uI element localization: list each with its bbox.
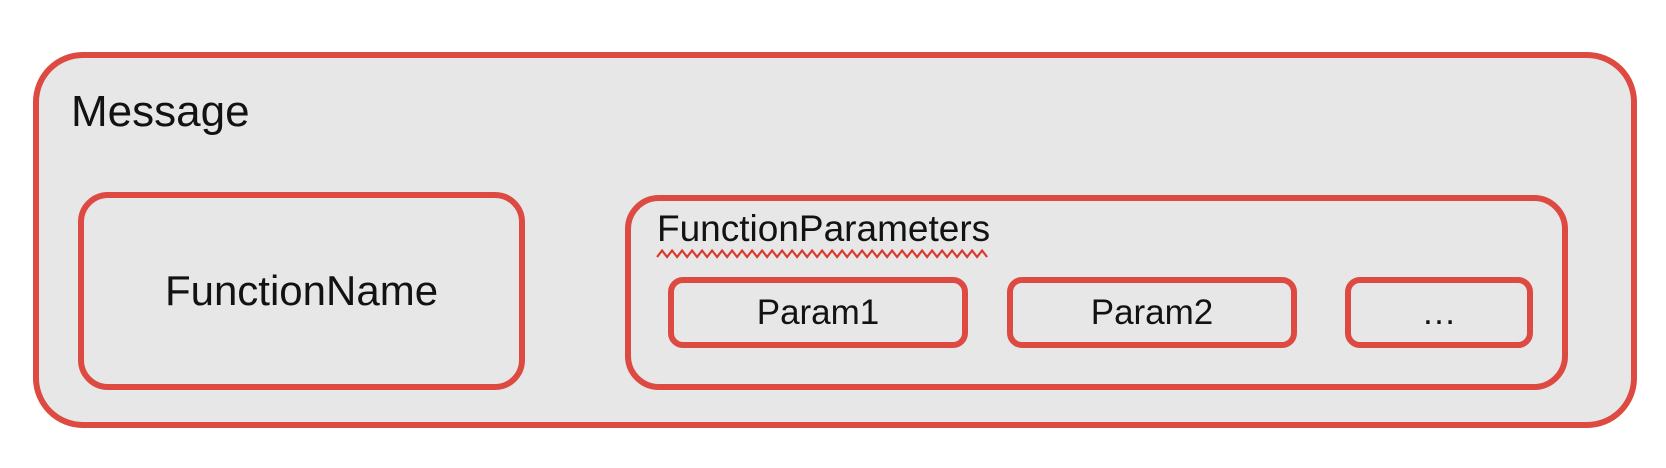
function-parameters-box: FunctionParameters Param1 Param2 … — [625, 195, 1568, 390]
ellipsis-param-label: … — [1421, 292, 1457, 332]
spellcheck-squiggle-icon — [656, 249, 988, 260]
message-box: Message FunctionName FunctionParameters … — [33, 52, 1637, 428]
message-label: Message — [71, 87, 250, 136]
function-name-box: FunctionName — [78, 192, 525, 390]
function-name-label: FunctionName — [164, 266, 439, 314]
param2-label: Param2 — [1090, 292, 1214, 332]
ellipsis-param-box: … — [1345, 277, 1533, 348]
param2-box: Param2 — [1007, 277, 1297, 348]
param1-label: Param1 — [756, 292, 880, 332]
param1-box: Param1 — [668, 277, 968, 348]
function-parameters-label-wrap: FunctionParameters — [656, 207, 991, 260]
function-parameters-label: FunctionParameters — [657, 208, 991, 249]
